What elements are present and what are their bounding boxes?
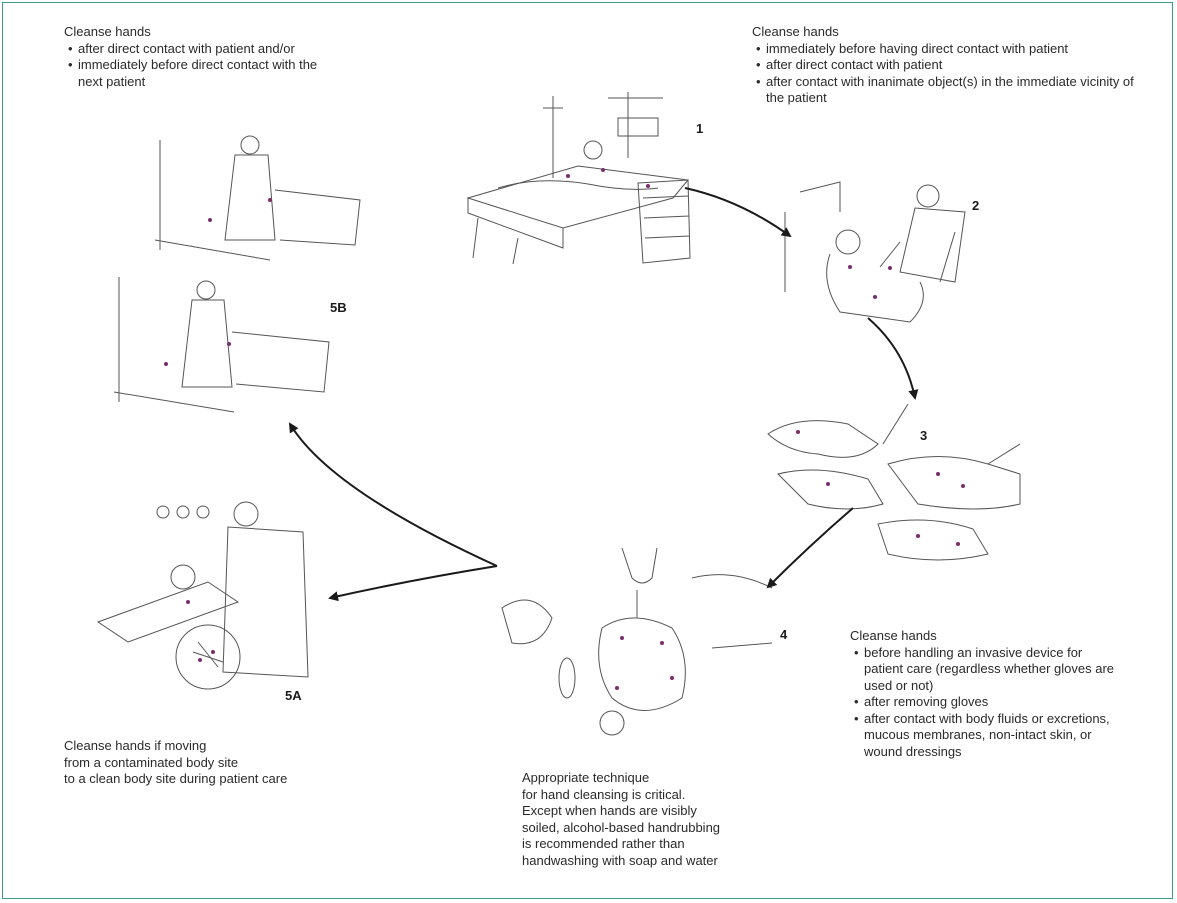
bullet-item: after direct contact with patient xyxy=(752,57,1152,74)
text-heading: Cleanse hands xyxy=(850,628,937,643)
text-moment-1: Cleanse hands immediately before having … xyxy=(752,24,1152,107)
bullet-item: after removing gloves xyxy=(850,694,1115,711)
illustration-2-clinician-contact xyxy=(780,172,980,334)
illustration-1-patient-bed xyxy=(458,88,698,270)
step-label-2: 2 xyxy=(972,198,980,213)
illustration-5b-upper xyxy=(150,130,365,275)
text-line: Except when hands are visibly xyxy=(522,803,697,818)
text-moment-4: Appropriate technique for hand cleansing… xyxy=(522,770,762,869)
text-line: Appropriate technique xyxy=(522,770,650,785)
step-label-5a: 5A xyxy=(285,688,302,703)
text-line: Cleanse hands if moving xyxy=(64,738,207,753)
step-label-4: 4 xyxy=(780,627,788,642)
text-line: soiled, alcohol-based handrubbing xyxy=(522,819,721,835)
text-line: to a clean body site during patient care xyxy=(64,771,288,786)
bullet-item: immediately before having direct contact… xyxy=(752,41,1152,58)
text-moment-3: Cleanse hands before handling an invasiv… xyxy=(850,628,1115,760)
bullet-item: after direct contact with patient and/or xyxy=(64,41,324,58)
text-heading: Cleanse hands xyxy=(64,24,151,39)
text-moment-5a: Cleanse hands if moving from a contamina… xyxy=(64,738,364,788)
illustration-5a-body-site xyxy=(88,492,328,690)
bullet-item: after contact with body fluids or excret… xyxy=(850,711,1115,761)
illustration-4-hand-cleansing xyxy=(492,548,782,738)
bullet-item: after contact with inanimate object(s) i… xyxy=(752,74,1152,107)
text-line: handwashing with soap and water xyxy=(522,852,718,868)
text-line: from a contaminated body site xyxy=(64,754,239,770)
bullet-item: immediately before direct contact with t… xyxy=(64,57,324,90)
step-label-1: 1 xyxy=(696,121,704,136)
illustration-3-hands xyxy=(758,404,1026,570)
illustration-5b-lower xyxy=(104,272,340,422)
text-heading: Cleanse hands xyxy=(752,24,839,39)
text-line: for hand cleansing is critical. xyxy=(522,786,686,802)
text-line: is recommended rather than xyxy=(522,836,685,851)
text-moment-5b: Cleanse hands after direct contact with … xyxy=(64,24,324,90)
step-label-5b: 5B xyxy=(330,300,347,315)
bullet-item: before handling an invasive device for p… xyxy=(850,645,1115,695)
step-label-3: 3 xyxy=(920,428,928,443)
